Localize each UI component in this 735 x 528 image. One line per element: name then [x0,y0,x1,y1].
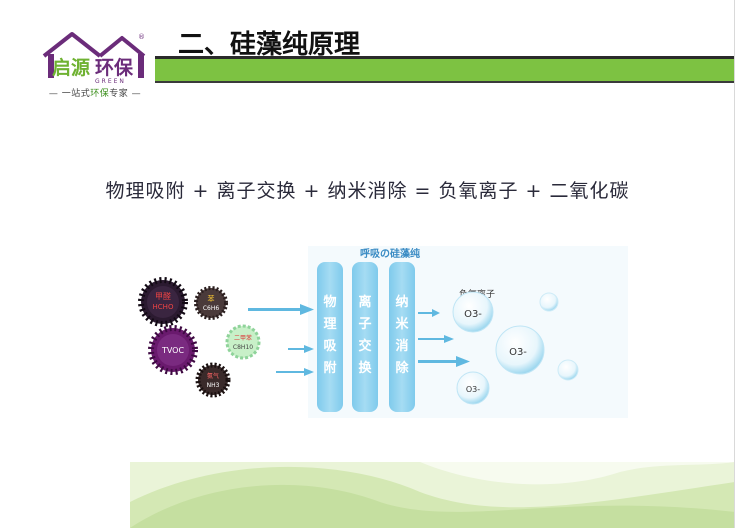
pollutant-formula: C8H10 [233,344,253,351]
logo-brand-part1: 启源 [52,56,90,79]
logo-sub: GREEN [95,78,126,85]
column-char: 交 [358,338,371,354]
column-char: 换 [358,360,372,376]
bubble-text: O3- [464,309,482,320]
column-char: 物 [323,294,336,310]
column-char: 理 [323,317,336,332]
incoming-arrows [248,304,314,376]
column-nano-elimination [389,262,415,412]
pollutant-label: TVOC [161,346,185,355]
ozone-bubble-1: O3- [452,291,494,333]
principle-diagram: 呼吸の硅藻纯 甲醛 HCHO 苯 C6H6 TVOC 二甲苯 C8H10 氨气 … [138,246,628,418]
pollutant-label: 二甲苯 [234,334,252,342]
column-ion-exchange [352,262,378,412]
pollutant-tvoc: TVOC [148,325,198,375]
logo-tagline: — 一站式环保专家 — [40,86,150,99]
tagline-green: 环保 [90,89,110,99]
bubble-text: O3- [509,347,527,358]
pollutant-formula: HCHO [153,303,174,311]
column-char: 附 [323,360,336,376]
pollutant-label: 甲醛 [155,291,171,301]
column-char: 米 [395,316,409,332]
outgoing-arrows [418,309,470,367]
column-char: 子 [358,317,371,332]
diagram-header: 呼吸の硅藻纯 [360,247,420,260]
column-char: 消 [395,338,408,354]
column-char: 除 [395,360,409,376]
tagline-prefix: — 一站式 [48,89,91,99]
bubble-text: O3- [466,385,480,394]
column-char: 吸 [323,339,337,354]
ozone-bubble-2: O3- [495,325,545,375]
small-bubble [557,359,579,381]
company-logo: 启源 环保 GREEN ® [40,30,150,100]
pollutant-benzene: 苯 C6H6 [194,286,228,320]
tagline-suffix: 专家 — [109,89,142,99]
principle-formula: 物理吸附 + 离子交换 + 纳米消除 = 负氧离子 + 二氧化碳 [105,180,630,202]
ozone-bubble-3: O3- [456,371,490,405]
logo-registered: ® [138,33,145,41]
pollutant-xylene: 二甲苯 C8H10 [225,324,261,360]
pollutant-formaldehyde: 甲醛 HCHO [138,277,188,327]
logo-brand-part2: 环保 [95,56,134,79]
pollutant-formula: C6H6 [203,305,220,312]
logo-house-icon: 启源 环保 GREEN ® [42,32,146,85]
page-title: 二、硅藻纯原理 [178,30,361,60]
bottom-wave-decoration [130,462,734,528]
title-bar-bottom-line [155,81,734,83]
pollutant-ammonia: 氨气 NH3 [195,362,231,398]
column-char: 纳 [395,294,408,310]
title-bar-green [155,59,734,81]
pollutant-label: 氨气 [207,372,219,380]
pollutant-label: 苯 [208,294,215,303]
column-char: 离 [358,294,371,310]
small-bubble [539,292,559,312]
column-physical-adsorption [317,262,343,412]
pollutant-formula: NH3 [207,382,220,389]
title-bar-top-line [155,56,734,59]
